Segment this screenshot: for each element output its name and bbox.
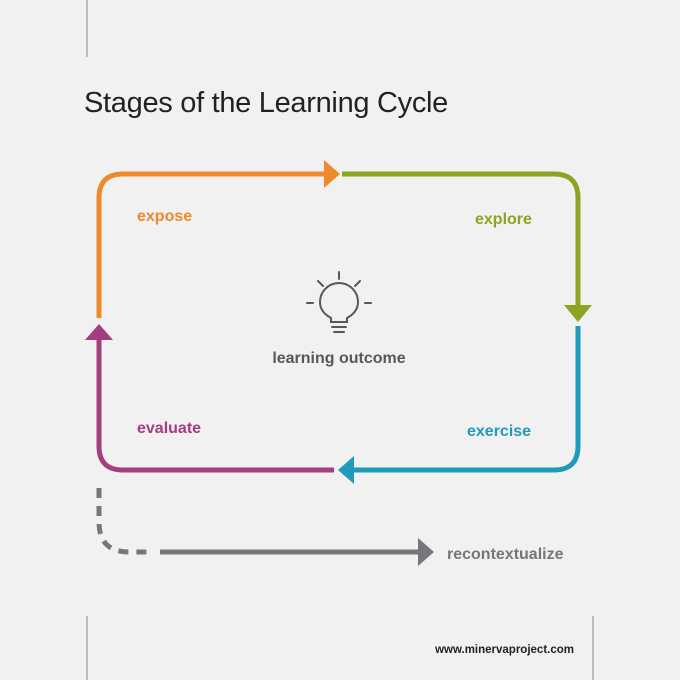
evaluate-arrowhead bbox=[85, 324, 113, 340]
explore-arrowhead bbox=[564, 305, 592, 322]
lightbulb-icon bbox=[306, 271, 372, 333]
center-label: learning outcome bbox=[272, 350, 405, 367]
recontextualize-arrowhead bbox=[418, 538, 434, 566]
recontextualize-arrow bbox=[96, 488, 434, 566]
expose-arrowhead bbox=[324, 160, 340, 188]
expose-arrow bbox=[96, 160, 340, 318]
stage-label-expose: expose bbox=[137, 208, 192, 225]
stage-label-exercise: exercise bbox=[467, 423, 531, 440]
exercise-arrowhead bbox=[338, 456, 354, 484]
stage-label-recontextualize: recontextualize bbox=[447, 546, 564, 563]
exercise-arrow bbox=[338, 326, 581, 484]
explore-arrow bbox=[342, 171, 592, 322]
footer-url: www.minervaproject.com bbox=[434, 644, 574, 656]
page-title: Stages of the Learning Cycle bbox=[84, 87, 448, 119]
evaluate-arrow bbox=[85, 324, 334, 473]
stage-label-explore: explore bbox=[475, 211, 532, 228]
stage-label-evaluate: evaluate bbox=[137, 420, 201, 437]
